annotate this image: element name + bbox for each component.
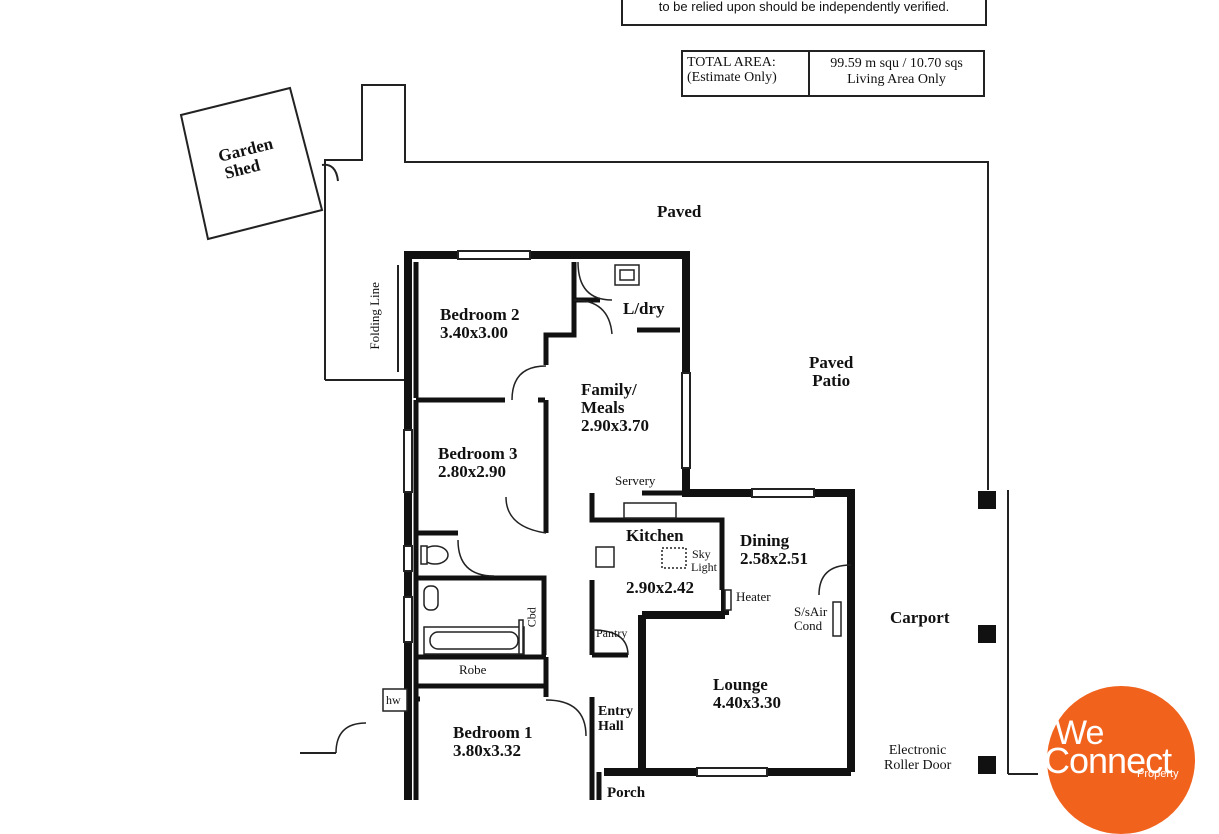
paved-patio-label-line1: Paved [809,353,854,372]
skylight-line2: Light [691,559,717,574]
disclaimer-text: to be relied upon should be independentl… [658,0,950,14]
total-area-label: TOTAL AREA: [687,55,776,70]
entry-hall-line2: Hall [598,718,624,734]
internal-walls [413,262,725,800]
total-area-note: (Estimate Only) [687,70,777,85]
kitchen-size: 2.90x2.42 [626,578,694,597]
bedroom-2-size: 3.40x3.00 [440,322,508,342]
bedroom-3-label: Bedroom 3 2.80x2.90 [438,445,518,481]
heater-label: Heater [736,589,771,604]
family-meals-label: Family/ Meals 2.90x3.70 [581,381,649,435]
paved-patio-label-line2: Patio [812,370,851,390]
disclaimer-note: to be relied upon should be independentl… [621,0,987,26]
lounge-name: Lounge [713,675,768,694]
logo-connect-text: Connect [1044,740,1172,781]
total-area-value: 99.59 m squ / 10.70 sqs [830,56,963,71]
bedroom-3-size: 2.80x2.90 [438,461,506,481]
air-cond-line1: S/sAir [794,604,828,619]
bedroom-2-name: Bedroom 2 [440,305,520,324]
dining-size: 2.58x2.51 [740,548,808,568]
air-cond-line2: Cond [794,617,823,633]
total-area-label-cell: TOTAL AREA: (Estimate Only) [683,52,810,95]
windows [403,250,815,777]
robe-label: Robe [459,662,487,677]
entry-hall-line1: Entry [598,704,633,719]
family-meals-line2: Meals [581,397,625,417]
lounge-label: Lounge 4.40x3.30 [713,676,781,712]
kitchen-name: Kitchen [626,526,684,545]
dining-label: Dining 2.58x2.51 [740,532,808,568]
bedroom-2-label: Bedroom 2 3.40x3.00 [440,306,520,342]
total-area-scope: Living Area Only [847,72,946,87]
folding-line-label: Folding Line [366,282,382,350]
servery-label: Servery [615,473,656,488]
total-area-box: TOTAL AREA: (Estimate Only) 99.59 m squ … [681,50,985,97]
bedroom-1-name: Bedroom 1 [453,723,533,742]
roller-door-label-line2: Roller Door [884,757,952,773]
logo-we-text: We [1055,714,1104,752]
garden-shed [179,86,339,241]
paved-patio-label: Paved Patio [809,354,853,390]
property-boundary [300,84,1038,775]
air-cond-label: S/sAir Cond [794,605,827,632]
floor-plan: to be relied upon should be independentl… [179,0,1195,834]
we-connect-logo: We Connect Property [1044,686,1195,834]
dining-name: Dining [740,531,790,550]
family-meals-line1: Family/ [581,380,637,399]
door-swings [335,261,852,754]
porch-label: Porch [607,785,646,801]
laundry-label: L/dry [623,299,665,318]
fixtures [382,264,842,712]
lounge-size: 4.40x3.30 [713,692,781,712]
hot-water-label: hw [386,693,401,707]
bedroom-3-name: Bedroom 3 [438,444,518,463]
bedroom-1-size: 3.80x3.32 [453,740,521,760]
roller-door-label-line1: Electronic [888,743,947,758]
pantry-label: Pantry [596,626,628,640]
total-area-value-cell: 99.59 m squ / 10.70 sqs Living Area Only [810,52,983,95]
cupboard-label: Cbd [524,607,539,628]
floor-plan-drawing [179,84,1038,800]
bedroom-1-label: Bedroom 1 3.80x3.32 [453,724,533,760]
family-meals-size: 2.90x3.70 [581,415,649,435]
logo-property-text: Property [1137,768,1179,780]
paved-label: Paved [657,202,702,221]
carport-label: Carport [890,608,950,627]
entry-hall-label: Entry Hall [598,704,633,734]
skylight-label: Sky Light [691,547,717,574]
carport-posts [978,491,996,774]
roller-door-label: Electronic Roller Door [884,743,952,773]
skylight-line1: Sky [692,547,711,561]
